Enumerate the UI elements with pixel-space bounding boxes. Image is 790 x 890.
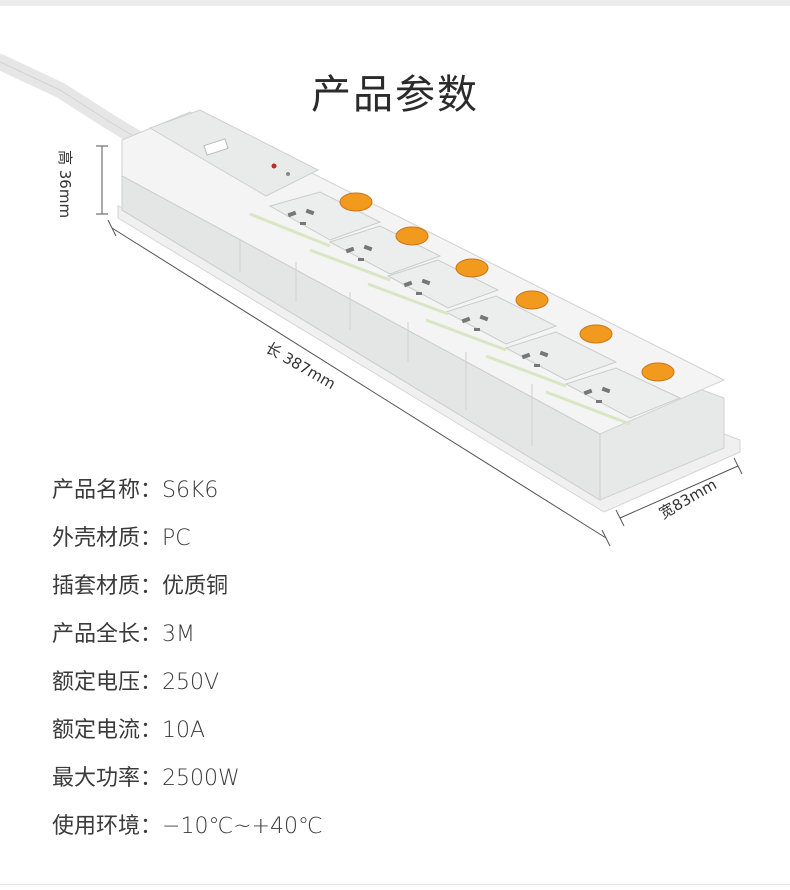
bottom-divider bbox=[0, 884, 790, 885]
spec-label: 额定电压： bbox=[52, 670, 163, 695]
page-title: 产品参数 bbox=[311, 72, 479, 118]
spec-label: 使用环境： bbox=[52, 814, 163, 839]
spec-value: S6K6 bbox=[162, 478, 219, 503]
top-divider bbox=[0, 0, 790, 6]
power-strip-illustration: 高 36mm 长 387mm 宽83mm bbox=[0, 54, 743, 547]
spec-value: 250V bbox=[162, 670, 220, 695]
spec-label: 产品全长： bbox=[52, 622, 163, 647]
spec-row-environment: 使用环境：−10℃~+40℃ bbox=[52, 808, 323, 856]
spec-label: 外壳材质： bbox=[52, 526, 163, 551]
spec-value: 2500W bbox=[162, 766, 240, 791]
spec-list: 产品名称：S6K6 外壳材质：PC 插套材质：优质铜 产品全长：3M 额定电压：… bbox=[52, 472, 323, 856]
spec-value: PC bbox=[162, 526, 191, 551]
spec-value: −10℃~+40℃ bbox=[162, 814, 323, 839]
spec-row-rated-voltage: 额定电压：250V bbox=[52, 664, 323, 712]
height-dimension-label: 高 36mm bbox=[56, 150, 74, 219]
outlet-modules bbox=[268, 191, 682, 419]
spec-row-product-name: 产品名称：S6K6 bbox=[52, 472, 323, 520]
spec-label: 产品名称： bbox=[52, 478, 163, 503]
spec-label: 额定电流： bbox=[52, 718, 163, 743]
spec-value: 优质铜 bbox=[162, 574, 229, 599]
spec-row-socket-material: 插套材质：优质铜 bbox=[52, 568, 323, 616]
spec-label: 最大功率： bbox=[52, 766, 163, 791]
spec-row-shell-material: 外壳材质：PC bbox=[52, 520, 323, 568]
spec-row-max-power: 最大功率：2500W bbox=[52, 760, 323, 808]
spec-value: 10A bbox=[162, 718, 206, 743]
spec-value: 3M bbox=[162, 622, 195, 647]
spec-row-rated-current: 额定电流：10A bbox=[52, 712, 323, 760]
power-strip-drawing bbox=[0, 54, 743, 547]
spec-label: 插套材质： bbox=[52, 574, 163, 599]
spec-row-total-length: 产品全长：3M bbox=[52, 616, 323, 664]
